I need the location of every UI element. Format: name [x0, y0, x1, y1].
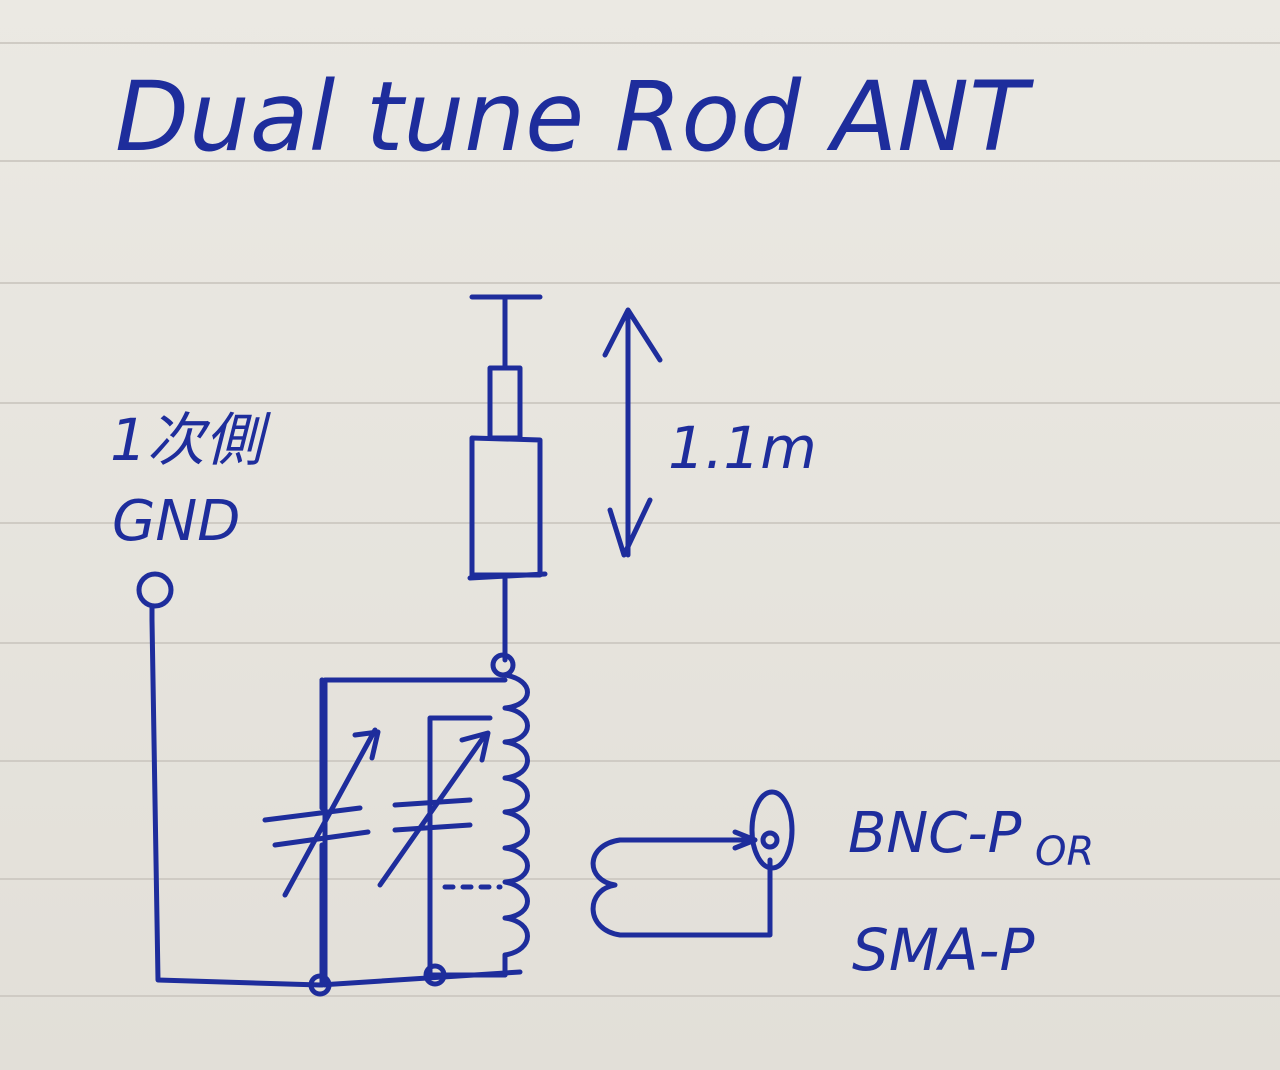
sma-label: SMA-P: [852, 916, 1034, 984]
rod-antenna: [467, 294, 548, 663]
ruled-line: [0, 760, 1280, 762]
gnd-side-label: 1次側: [110, 406, 272, 474]
ruled-line: [0, 42, 1280, 44]
gnd-label: GND: [112, 489, 240, 554]
ruled-line: [0, 878, 1280, 880]
length-label: 1.1m: [668, 414, 817, 482]
bnc-label: BNC-P: [848, 801, 1022, 866]
ruled-line: [0, 995, 1280, 997]
bnc-connector-icon: [749, 789, 795, 871]
or-label: OR: [1035, 829, 1094, 875]
ruled-line: [0, 160, 1280, 162]
coupling-link: [590, 789, 795, 938]
length-arrow: [602, 307, 663, 558]
ruled-line: [0, 402, 1280, 404]
variable-capacitors: [262, 677, 508, 997]
ruled-line: [0, 642, 1280, 644]
gnd-terminal: [136, 571, 523, 988]
diagram-title: Dual tune Rod ANT: [115, 61, 1034, 173]
ruled-line: [0, 282, 1280, 284]
loading-coil: [490, 652, 530, 978]
